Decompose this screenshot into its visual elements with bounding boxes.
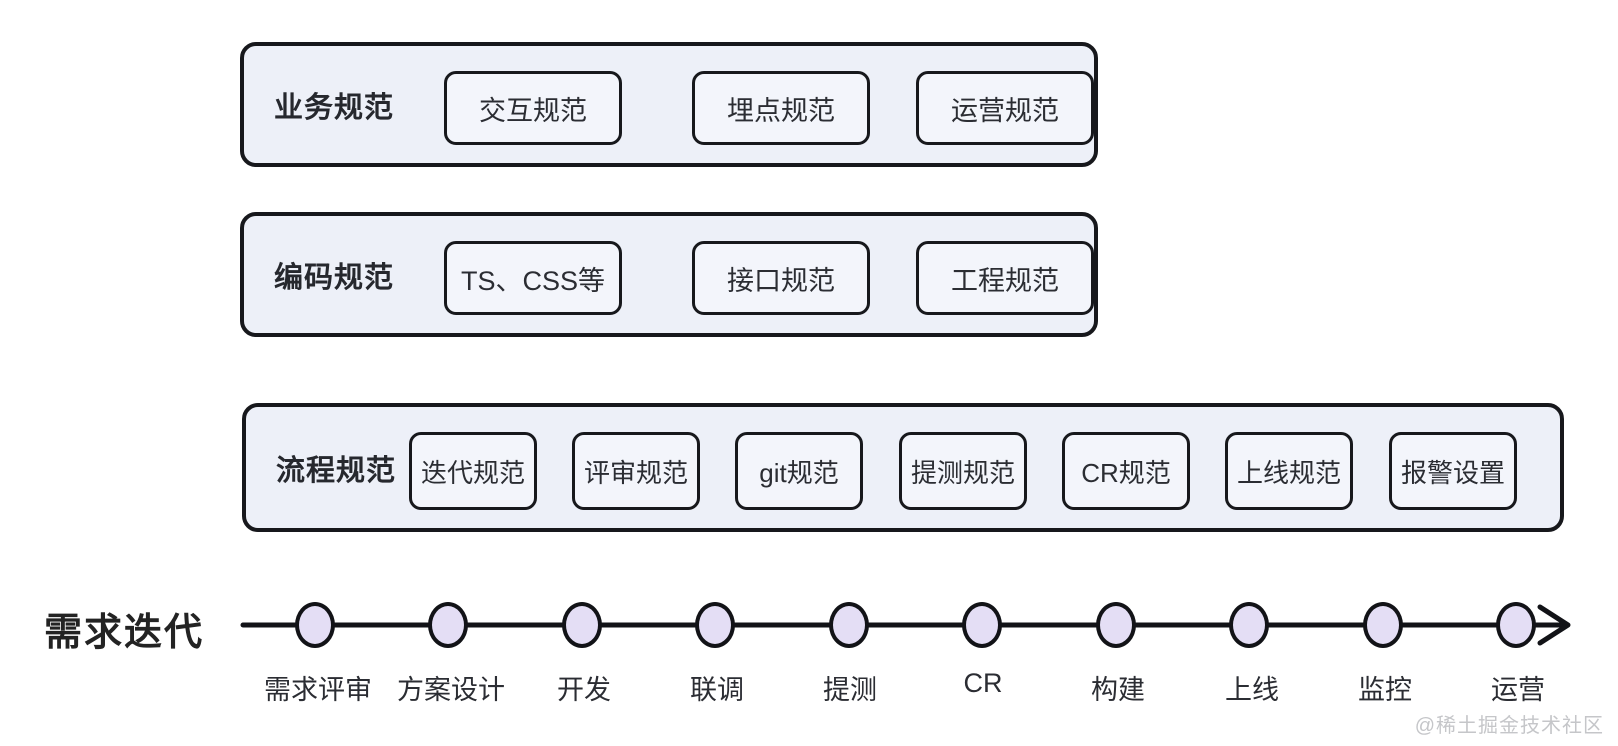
timeline-node — [562, 602, 602, 648]
timeline-stop-joint-debug: 联调 — [690, 675, 744, 705]
spec-box-tracking: 埋点规范 — [692, 71, 870, 145]
spec-box-label: TS、CSS等 — [460, 265, 606, 296]
spec-box-iteration: 迭代规范 — [409, 432, 537, 510]
timeline-stop-release: 上线 — [1225, 675, 1279, 705]
spec-box-label: CR规范 — [1081, 457, 1171, 488]
timeline-stop-monitor: 监控 — [1358, 675, 1412, 705]
spec-box-label: 迭代规范 — [420, 457, 525, 488]
panel-business-spec: 业务规范 交互规范 埋点规范 运营规范 — [240, 42, 1098, 167]
timeline-stop-test-submit: 提测 — [823, 675, 877, 705]
panel-coding-spec-label: 编码规范 — [274, 261, 395, 294]
timeline-stop-development: 开发 — [557, 675, 611, 705]
spec-box-test-submit: 提测规范 — [899, 432, 1027, 510]
spec-box-label: 提测规范 — [910, 457, 1015, 488]
spec-box-interaction: 交互规范 — [444, 71, 622, 145]
spec-box-api: 接口规范 — [692, 241, 870, 315]
panel-business-spec-label: 业务规范 — [274, 91, 395, 124]
spec-box-label: 接口规范 — [727, 265, 835, 296]
timeline-node — [428, 602, 468, 648]
timeline-node — [962, 602, 1002, 648]
panel-process-spec-label: 流程规范 — [276, 454, 397, 487]
spec-box-label: 上线规范 — [1236, 457, 1341, 488]
spec-box-ts-css: TS、CSS等 — [444, 241, 622, 315]
timeline-node — [1229, 602, 1269, 648]
spec-box-label: 工程规范 — [951, 265, 1059, 296]
spec-box-label: 报警设置 — [1400, 457, 1505, 488]
watermark: @稀土掘金技术社区 — [1414, 715, 1604, 737]
timeline-node — [1363, 602, 1403, 648]
panel-process-spec: 流程规范 迭代规范 评审规范 git规范 提测规范 CR规范 上线规范 报警设置 — [242, 403, 1564, 532]
spec-box-label: git规范 — [759, 457, 839, 488]
spec-box-cr: CR规范 — [1062, 432, 1190, 510]
timeline-node — [295, 602, 335, 648]
timeline-title: 需求迭代 — [44, 612, 205, 654]
timeline-stop-cr: CR — [963, 668, 1003, 698]
timeline-node — [1096, 602, 1136, 648]
timeline-stop-build: 构建 — [1091, 675, 1145, 705]
spec-box-label: 评审规范 — [583, 457, 688, 488]
spec-box-release: 上线规范 — [1225, 432, 1353, 510]
timeline-stop-operation: 运营 — [1491, 675, 1545, 705]
spec-box-engineering: 工程规范 — [916, 241, 1094, 315]
spec-box-operation: 运营规范 — [916, 71, 1094, 145]
timeline-node — [829, 602, 869, 648]
spec-box-alert: 报警设置 — [1389, 432, 1517, 510]
spec-box-git: git规范 — [735, 432, 863, 510]
spec-box-review: 评审规范 — [572, 432, 700, 510]
timeline-stop-requirement-review: 需求评审 — [264, 675, 372, 705]
timeline-node — [1496, 602, 1536, 648]
spec-box-label: 埋点规范 — [727, 95, 835, 126]
spec-box-label: 交互规范 — [479, 95, 587, 126]
spec-box-label: 运营规范 — [951, 95, 1059, 126]
timeline-stop-solution-design: 方案设计 — [397, 675, 505, 705]
timeline-node — [695, 602, 735, 648]
panel-coding-spec: 编码规范 TS、CSS等 接口规范 工程规范 — [240, 212, 1098, 337]
